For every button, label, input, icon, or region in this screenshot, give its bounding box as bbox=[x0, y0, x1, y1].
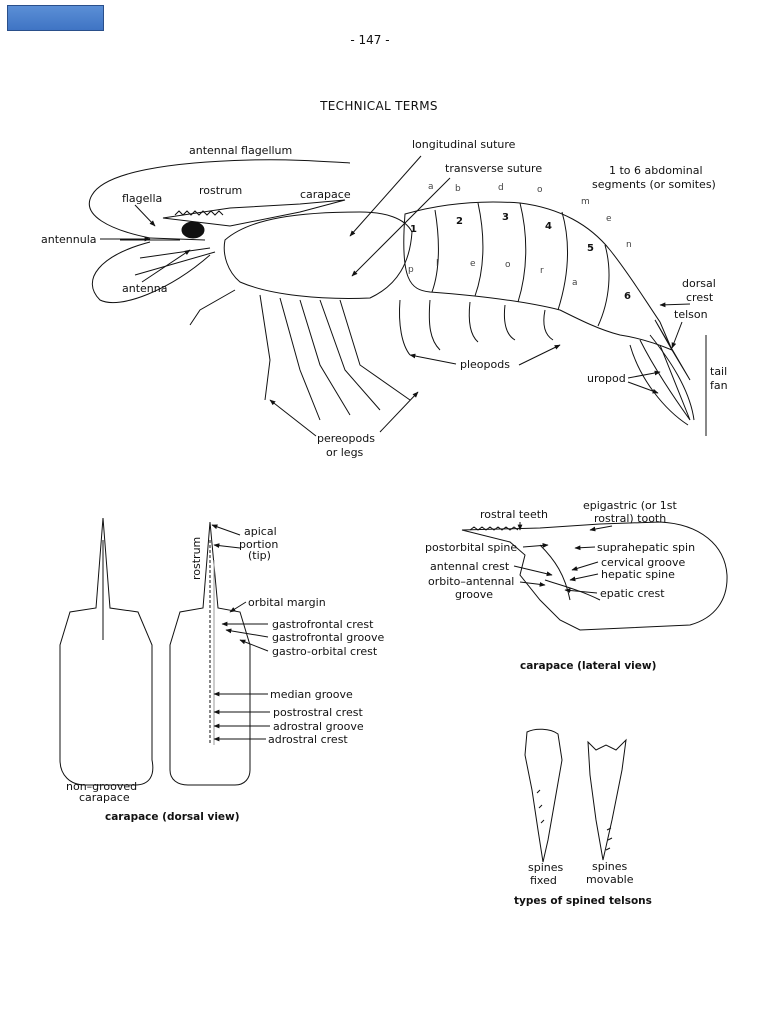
label-rostrum-vertical: rostrum bbox=[190, 537, 203, 580]
label-non-grooved: carapace bbox=[79, 791, 130, 804]
page-number: - 147 - bbox=[350, 33, 390, 47]
label-flagella: flagella bbox=[122, 192, 162, 205]
shrimp-labels: antennal flagellum longitudinal suture t… bbox=[41, 138, 728, 459]
svg-text:m: m bbox=[581, 197, 590, 207]
svg-text:l: l bbox=[436, 259, 439, 269]
label-apical: apical bbox=[244, 525, 277, 538]
label-adrostral-groove: adrostral groove bbox=[273, 720, 364, 733]
label-gastro-orbital-crest: gastro-orbital crest bbox=[272, 645, 378, 658]
label-orbito-antennal: orbito–antennal bbox=[428, 575, 514, 588]
label-abdominal-segments: segments (or somites) bbox=[592, 178, 716, 191]
rostrum-shape bbox=[162, 199, 346, 227]
lateral-view-illustration bbox=[461, 521, 728, 631]
svg-text:r: r bbox=[540, 266, 544, 276]
label-orbital-margin: orbital margin bbox=[248, 596, 326, 609]
svg-text:n: n bbox=[626, 240, 632, 250]
label-gastrofrontal-crest: gastrofrontal crest bbox=[272, 618, 374, 631]
label-suprahepatic-spin: suprahepatic spin bbox=[597, 541, 695, 554]
segment-number: 1 bbox=[410, 224, 417, 235]
label-fan: fan bbox=[710, 379, 728, 392]
label-epigastric: rostral) tooth bbox=[594, 512, 666, 525]
label-gastrofrontal-groove: gastrofrontal groove bbox=[272, 631, 384, 644]
label-pleopods: pleopods bbox=[460, 358, 510, 371]
label-apical: (tip) bbox=[248, 549, 271, 562]
label-longitudinal-suture: longitudinal suture bbox=[412, 138, 516, 151]
label-tail: tail bbox=[710, 365, 727, 378]
label-dorsal: dorsal bbox=[682, 277, 716, 290]
shrimp-leader-lines bbox=[100, 155, 707, 437]
page-title: TECHNICAL TERMS bbox=[320, 99, 438, 113]
label-pereopods: pereopods bbox=[317, 432, 375, 445]
label-telson: telson bbox=[674, 308, 708, 321]
label-orbito-antennal: groove bbox=[455, 588, 493, 601]
label-crest: crest bbox=[686, 291, 714, 304]
label-hepatic-spine: hepatic spine bbox=[601, 568, 675, 581]
label-non-grooved: non–grooved bbox=[66, 780, 137, 793]
label-antenna: antenna bbox=[122, 282, 167, 295]
telson-shape bbox=[654, 319, 691, 381]
svg-text:o: o bbox=[505, 260, 511, 270]
label-antennal-crest: antennal crest bbox=[430, 560, 510, 573]
svg-text:a: a bbox=[572, 278, 578, 288]
label-spines-fixed: spines bbox=[528, 861, 564, 874]
svg-text:o: o bbox=[537, 185, 543, 195]
label-carapace: carapace bbox=[300, 188, 351, 201]
dorsal-view-illustration bbox=[59, 517, 251, 786]
label-cervical-groove: cervical groove bbox=[601, 556, 685, 569]
label-spines-fixed: fixed bbox=[530, 874, 557, 887]
telson-fixed-spines bbox=[524, 728, 563, 863]
svg-text:e: e bbox=[606, 214, 612, 224]
caption-lateral-view: carapace (lateral view) bbox=[520, 660, 656, 672]
dorsal-leader-lines bbox=[211, 524, 270, 742]
svg-text:p: p bbox=[408, 265, 414, 275]
shrimp-illustration bbox=[89, 159, 695, 426]
segment-number: 2 bbox=[456, 216, 463, 227]
svg-text:a: a bbox=[428, 182, 434, 192]
svg-text:b: b bbox=[455, 184, 461, 194]
label-transverse-suture: transverse suture bbox=[445, 162, 542, 175]
telson-movable-spines bbox=[587, 738, 627, 861]
label-epigastric: epigastric (or 1st bbox=[583, 499, 677, 512]
label-rostral-teeth: rostral teeth bbox=[480, 508, 548, 521]
svg-text:d: d bbox=[498, 183, 504, 193]
eye bbox=[181, 221, 205, 239]
antennal-flagellum-curve bbox=[89, 159, 351, 239]
telson-labels: spines fixed spines movable types of spi… bbox=[514, 860, 652, 907]
dorsal-view-labels: rostrum apical portion (tip) orbital mar… bbox=[66, 525, 384, 823]
label-antennal-flagellum: antennal flagellum bbox=[189, 144, 292, 157]
abdomen-outline bbox=[403, 201, 673, 351]
label-uropod: uropod bbox=[587, 372, 626, 385]
telson-illustrations bbox=[524, 728, 627, 863]
segment-numbers: 1 2 3 4 5 6 bbox=[410, 212, 631, 302]
carapace-outline bbox=[223, 211, 413, 299]
segment-number: 6 bbox=[624, 291, 631, 302]
label-rostrum: rostrum bbox=[199, 184, 242, 197]
lateral-leader-lines bbox=[513, 522, 613, 594]
label-or-legs: or legs bbox=[326, 446, 364, 459]
label-epatic-crest: epatic crest bbox=[600, 587, 665, 600]
abdomen-lettering: a b d o m e n p l e o r a bbox=[408, 182, 632, 288]
label-adrostral-crest: adrostral crest bbox=[268, 733, 348, 746]
segment-number: 4 bbox=[545, 221, 552, 232]
caption-telsons: types of spined telsons bbox=[514, 895, 652, 907]
svg-text:e: e bbox=[470, 259, 476, 269]
nav-button[interactable] bbox=[7, 5, 104, 31]
segment-number: 5 bbox=[587, 243, 594, 254]
label-abdominal-segments: 1 to 6 abdominal bbox=[609, 164, 703, 177]
label-apical: portion bbox=[239, 538, 278, 551]
label-postorbital-spine: postorbital spine bbox=[425, 541, 517, 554]
tail-fan bbox=[639, 339, 691, 421]
caption-dorsal-view: carapace (dorsal view) bbox=[105, 811, 240, 823]
label-spines-movable: movable bbox=[586, 873, 634, 886]
lateral-view-labels: rostral teeth epigastric (or 1st rostral… bbox=[425, 499, 695, 672]
label-spines-movable: spines bbox=[592, 860, 628, 873]
label-median-groove: median groove bbox=[270, 688, 353, 701]
label-antennula: antennula bbox=[41, 233, 97, 246]
segment-number: 3 bbox=[502, 212, 509, 223]
label-postrostral-crest: postrostral crest bbox=[273, 706, 363, 719]
